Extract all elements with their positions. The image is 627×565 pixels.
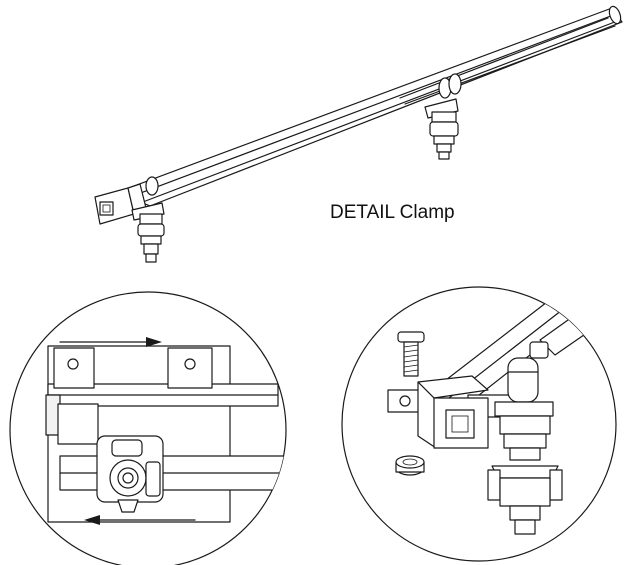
boom-pipe-assembly: [94, 5, 623, 263]
nozzle-body: [487, 401, 563, 535]
screw-part: [397, 331, 425, 377]
arrow-left-icon: [84, 515, 196, 525]
right-clamp-nozzle: [424, 73, 462, 160]
left-clamp-nozzle: [131, 176, 165, 263]
nut-part: [395, 455, 425, 476]
detail-exploded-view: [341, 286, 617, 562]
arrow-right-icon: [59, 337, 162, 347]
detail-caption: DETAIL Clamp: [330, 202, 455, 223]
clamp-block: [417, 375, 489, 449]
detail-top-view: [9, 291, 287, 565]
